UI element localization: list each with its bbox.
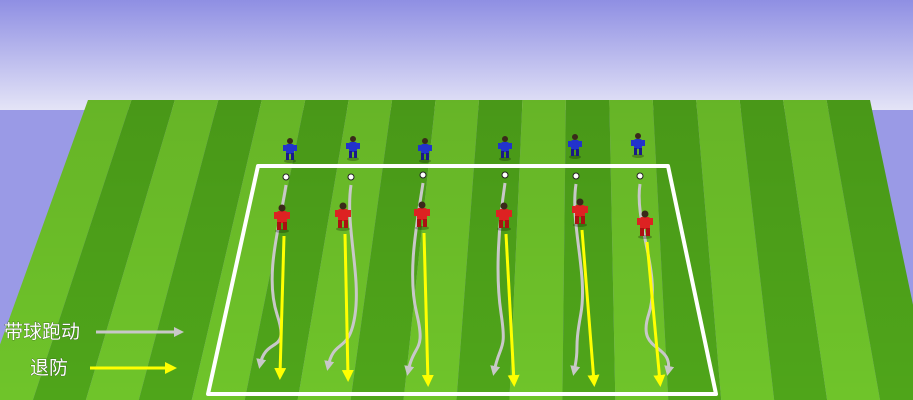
drill-area-boundary <box>206 164 718 396</box>
soccer-ball-icon <box>282 173 290 181</box>
retreat-paths <box>274 229 666 387</box>
retreat-arrow <box>504 233 520 387</box>
red-player <box>637 210 653 239</box>
blue-player <box>346 136 360 161</box>
soccer-ball-icon <box>501 171 509 179</box>
retreat-arrow <box>274 235 287 380</box>
retreat-arrow <box>421 232 434 387</box>
retreat-arrow <box>580 229 600 387</box>
grass-shading <box>0 100 913 400</box>
blue-player <box>498 136 512 161</box>
red-player <box>274 204 290 233</box>
soccer-ball-icon <box>636 172 644 180</box>
soccer-ball-icon <box>347 173 355 181</box>
red-player <box>572 198 588 227</box>
soccer-balls <box>282 171 644 181</box>
blue-players <box>283 133 645 163</box>
red-player <box>496 202 512 231</box>
blue-player <box>631 133 645 158</box>
blue-player <box>418 138 432 163</box>
blue-player <box>283 138 297 163</box>
legend-label-dribble: 带球跑动 <box>4 321 80 343</box>
grass-field <box>0 100 913 400</box>
legend-label-retreat: 退防 <box>30 357 68 379</box>
legend: 带球跑动 退防 <box>4 321 184 379</box>
blue-player <box>568 134 582 159</box>
retreat-arrow <box>341 233 354 382</box>
dribble-path <box>324 184 358 371</box>
red-player <box>414 201 430 230</box>
soccer-ball-icon <box>572 172 580 180</box>
sky-background <box>0 0 913 110</box>
red-players <box>274 198 653 239</box>
soccer-ball-icon <box>419 171 427 179</box>
red-player <box>335 202 351 231</box>
retreat-arrow <box>645 241 666 387</box>
